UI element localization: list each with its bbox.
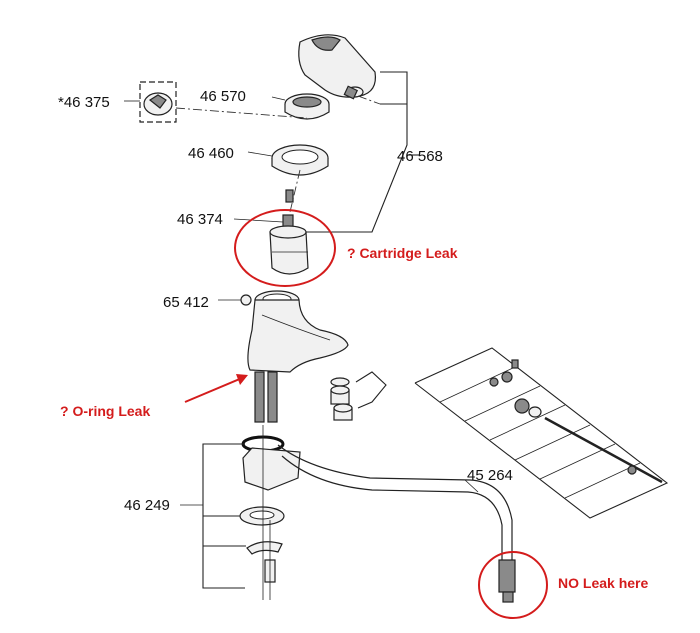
label-45264: 45 264: [467, 467, 513, 484]
bracket-46568: [305, 71, 420, 233]
label-46374: 46 374: [177, 211, 223, 228]
label-46568: 46 568: [397, 148, 443, 165]
annotation-no-leak: NO Leak here: [558, 575, 648, 591]
part-46375-box: [139, 81, 177, 123]
supply-hoses: [254, 371, 278, 423]
lower-assembly-46249: [202, 425, 301, 600]
annotation-oring-leak: ? O-ring Leak: [60, 403, 150, 419]
aerator-parts: [330, 371, 387, 421]
hose-highlight-circle: [478, 551, 548, 619]
cartridge-46374: [269, 214, 309, 275]
label-46249: 46 249: [124, 497, 170, 514]
label-46375: *46 375: [58, 94, 110, 111]
small-screw: [285, 189, 294, 203]
faucet-body-65412: [240, 290, 349, 373]
label-65412: 65 412: [163, 294, 209, 311]
label-46460: 46 460: [188, 145, 234, 162]
cap-46570: [284, 93, 330, 120]
set-screw: [343, 85, 381, 105]
annotation-cartridge-leak: ? Cartridge Leak: [347, 245, 458, 261]
ring-46460: [271, 144, 329, 176]
supply-hose-45264: [277, 444, 516, 603]
oring-arrow: [184, 374, 248, 403]
popup-waste-assembly: [414, 347, 669, 519]
label-46570: 46 570: [200, 88, 246, 105]
cartridge-highlight-circle: [234, 209, 336, 287]
lever-handle: [298, 34, 377, 98]
